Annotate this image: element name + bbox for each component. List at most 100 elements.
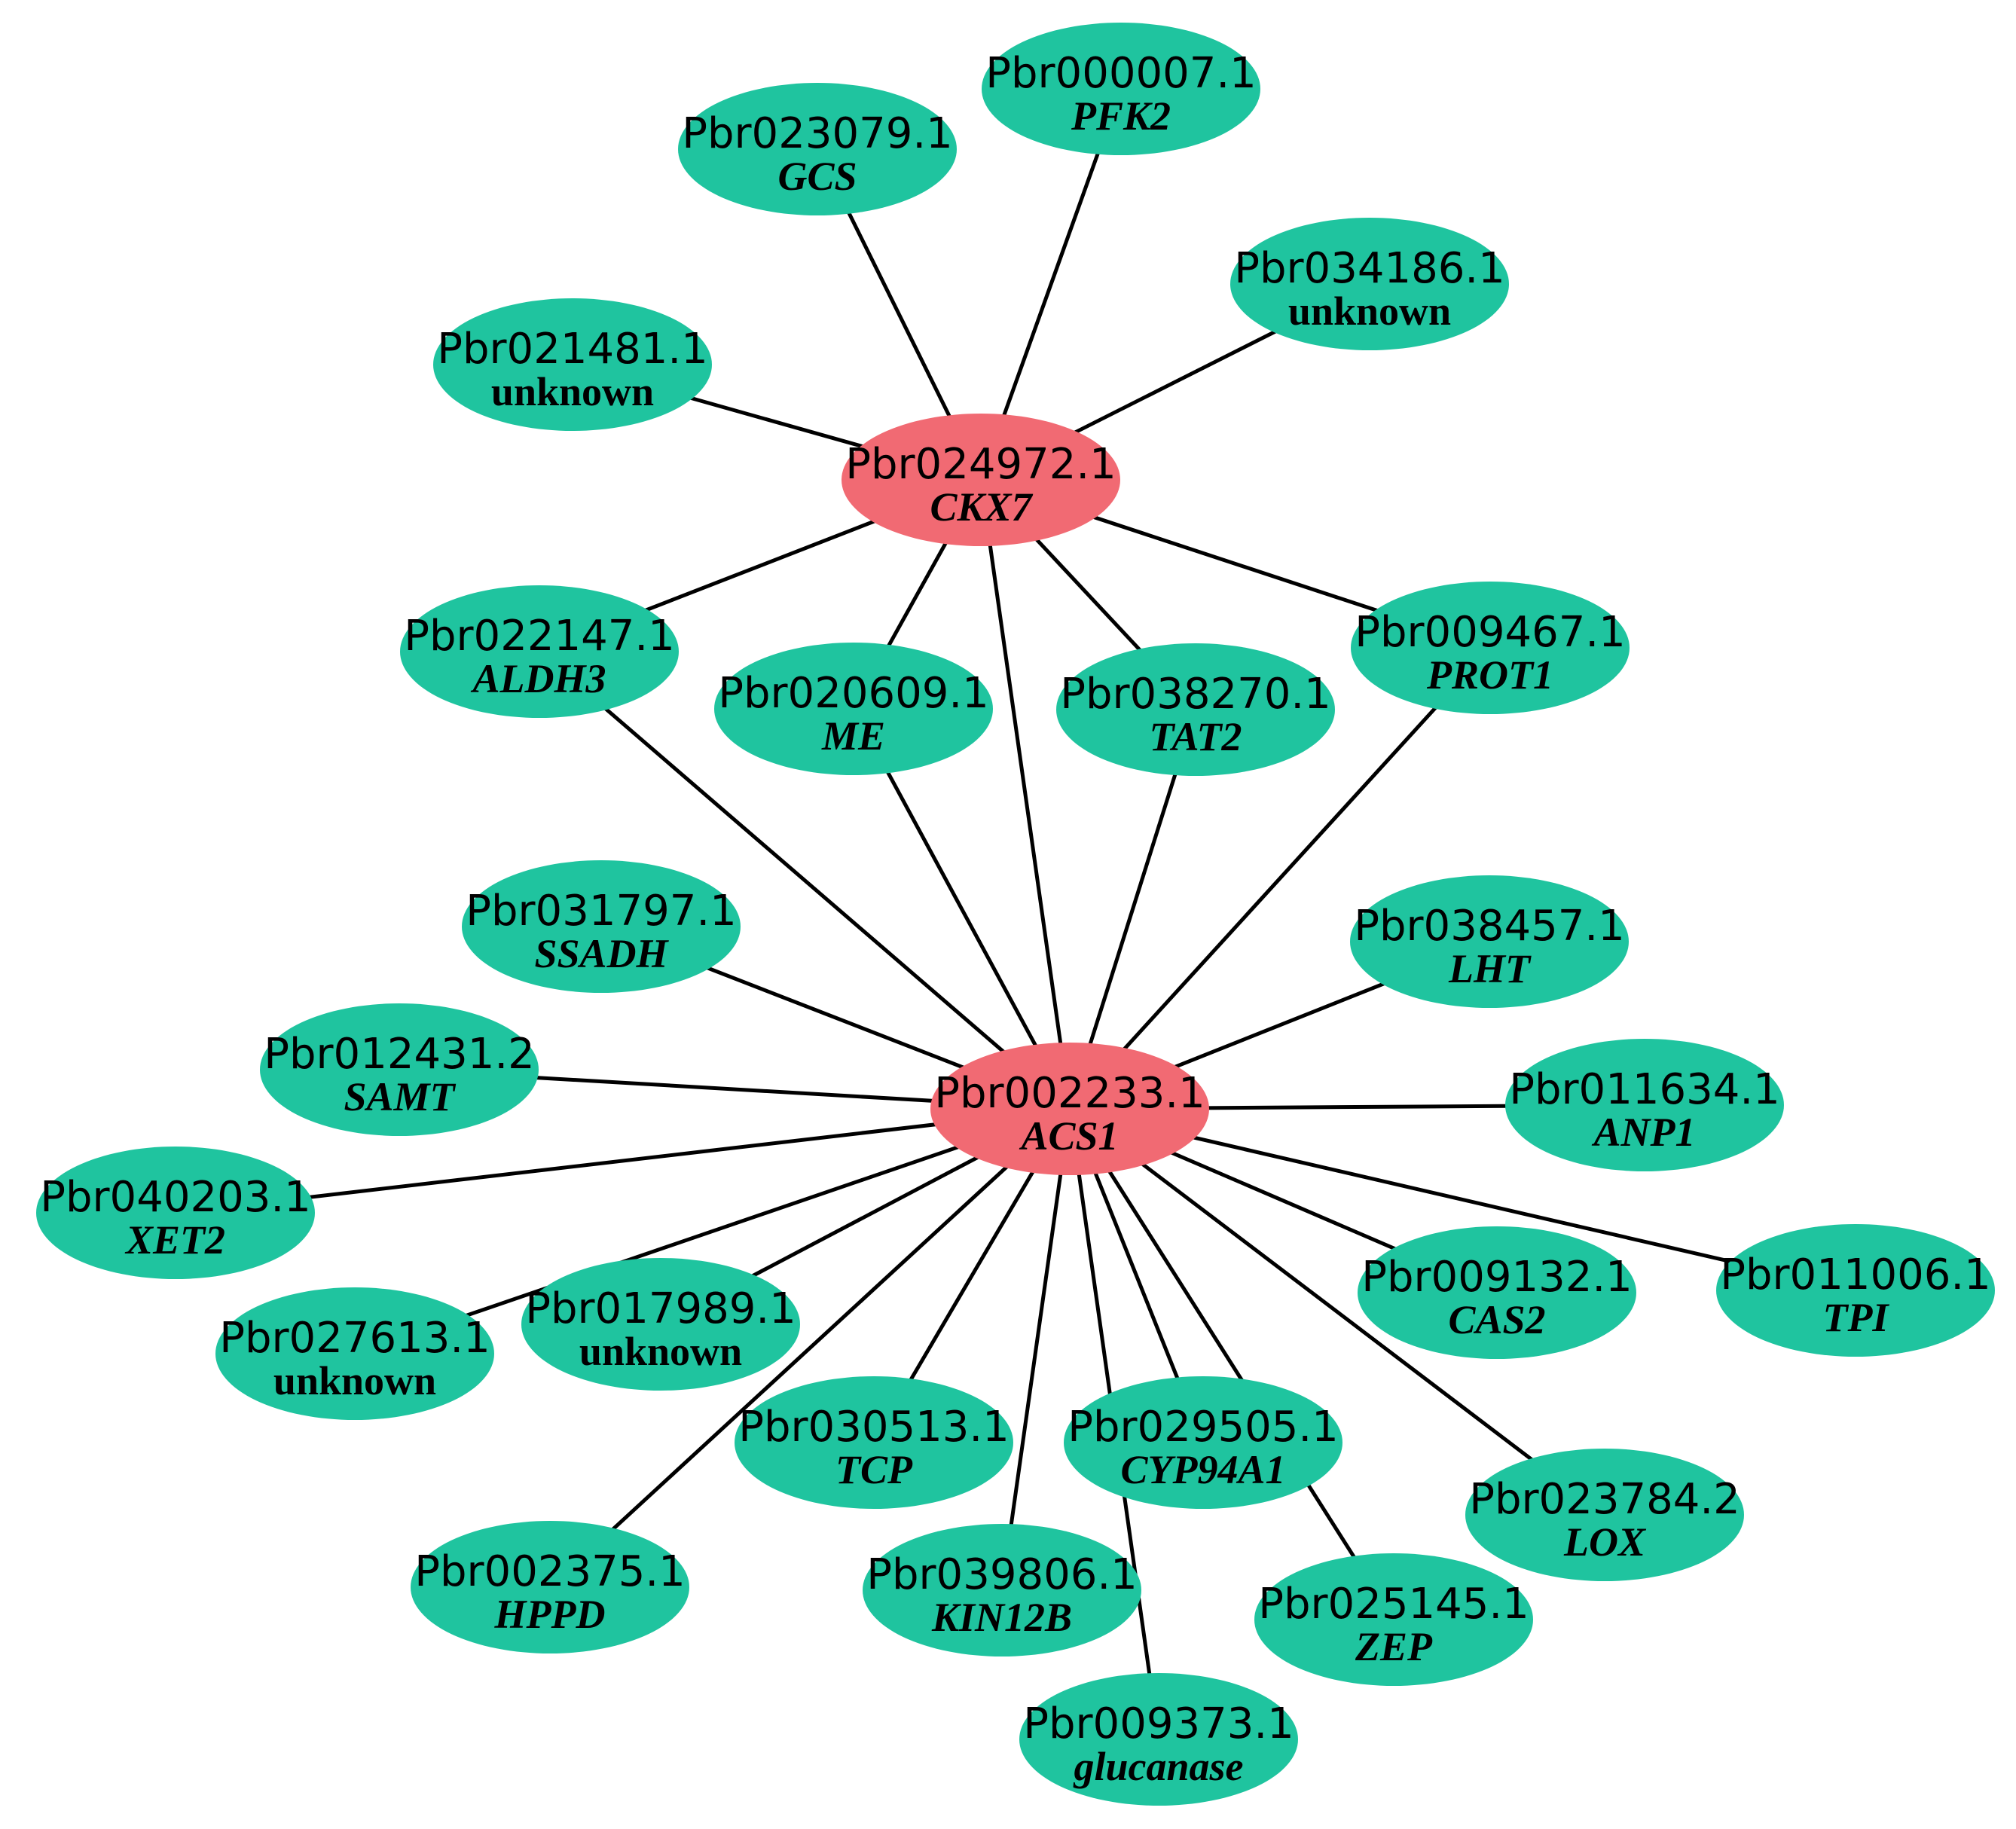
node-gene-label: TPI bbox=[1823, 1295, 1890, 1340]
node-id-label: Pbr031797.1 bbox=[466, 887, 737, 936]
node-id-label: Pbr022147.1 bbox=[404, 612, 675, 661]
node-ellipse-glucanase bbox=[1019, 1673, 1298, 1806]
node-id-label: Pbr021481.1 bbox=[437, 325, 708, 374]
node-gene-label: ALDH3 bbox=[470, 656, 606, 701]
node-ellipse-ssadh bbox=[462, 860, 741, 993]
node-gene-label: unknown bbox=[1288, 289, 1451, 334]
node-ellipse-pfk2 bbox=[982, 23, 1260, 155]
node-gene-label: ZEP bbox=[1355, 1624, 1433, 1669]
node-gene-label: CYP94A1 bbox=[1120, 1447, 1285, 1492]
node-ellipse-tat2 bbox=[1056, 643, 1335, 776]
node-ellipse-tpi bbox=[1716, 1224, 1995, 1357]
node-ellipse-unk034186 bbox=[1230, 218, 1509, 350]
edge-acs1-unk027613 bbox=[354, 1107, 1071, 1356]
node-ellipse-cas2 bbox=[1358, 1226, 1636, 1359]
edge-acs1-prot1 bbox=[1068, 646, 1492, 1110]
node-id-label: Pbr017989.1 bbox=[525, 1284, 796, 1333]
node-gene-label: ME bbox=[821, 713, 885, 759]
hub-node-ellipse-ckx7 bbox=[842, 414, 1120, 546]
node-ellipse-unk021481 bbox=[433, 298, 712, 431]
edge-acs1-zep bbox=[1068, 1107, 1396, 1621]
node-ellipse-lox bbox=[1465, 1449, 1744, 1581]
node-gene-label: CKX7 bbox=[930, 484, 1033, 530]
node-gene-label: LHT bbox=[1448, 946, 1532, 991]
node-ellipse-prot1 bbox=[1351, 582, 1630, 714]
node-id-label: Pbr002375.1 bbox=[414, 1547, 686, 1596]
node-ellipse-unk017989 bbox=[521, 1258, 800, 1391]
edge-ckx7-acs1 bbox=[979, 479, 1072, 1110]
node-ellipse-gcs bbox=[678, 83, 957, 215]
node-id-label: Pbr039806.1 bbox=[866, 1550, 1138, 1599]
node-id-label: Pbr009373.1 bbox=[1023, 1699, 1294, 1748]
node-id-label: Pbr030513.1 bbox=[738, 1403, 1010, 1452]
node-gene-label: HPPD bbox=[494, 1592, 606, 1637]
node-ellipse-samt bbox=[260, 1003, 539, 1136]
node-id-label: Pbr024972.1 bbox=[845, 440, 1116, 489]
hub-node-ellipse-acs1 bbox=[930, 1043, 1209, 1175]
node-id-label: Pbr020609.1 bbox=[718, 669, 989, 718]
node-gene-label: unknown bbox=[273, 1358, 436, 1403]
node-id-label: Pbr040203.1 bbox=[40, 1173, 311, 1222]
node-gene-label: PFK2 bbox=[1071, 93, 1171, 139]
node-ellipse-tcp bbox=[735, 1376, 1013, 1509]
node-gene-label: TAT2 bbox=[1149, 714, 1242, 759]
node-gene-label: TCP bbox=[835, 1447, 913, 1492]
node-id-label: Pbr002233.1 bbox=[934, 1069, 1205, 1118]
node-gene-label: SSADH bbox=[534, 931, 669, 976]
node-gene-label: glucanase bbox=[1073, 1744, 1243, 1789]
node-ellipse-zep bbox=[1254, 1553, 1533, 1686]
node-me: Pbr020609.1ME bbox=[714, 643, 993, 775]
node-gene-label: SAMT bbox=[344, 1074, 456, 1119]
edge-acs1-tat2 bbox=[1068, 709, 1198, 1110]
edge-acs1-aldh3 bbox=[538, 650, 1071, 1110]
node-ellipse-hppd bbox=[411, 1521, 689, 1653]
node-id-label: Pbr038270.1 bbox=[1060, 670, 1331, 719]
node-gene-label: ACS1 bbox=[1019, 1113, 1118, 1159]
node-id-label: Pbr025145.1 bbox=[1258, 1580, 1529, 1629]
node-gene-label: ANP1 bbox=[1592, 1110, 1696, 1155]
node-id-label: Pbr011006.1 bbox=[1720, 1250, 1991, 1299]
node-id-label: Pbr023079.1 bbox=[682, 109, 953, 158]
node-gene-label: unknown bbox=[491, 369, 654, 414]
node-id-label: Pbr000007.1 bbox=[985, 49, 1257, 98]
node-ellipse-lht bbox=[1350, 875, 1629, 1008]
edge-acs1-me bbox=[851, 707, 1072, 1110]
node-id-label: Pbr012431.2 bbox=[264, 1030, 535, 1079]
node-id-label: Pbr038457.1 bbox=[1354, 902, 1625, 951]
node-gene-label: PROT1 bbox=[1426, 652, 1553, 698]
node-ellipse-anp1 bbox=[1505, 1039, 1784, 1171]
edge-acs1-hppd bbox=[548, 1107, 1071, 1589]
node-gene-label: XET2 bbox=[124, 1217, 225, 1263]
node-id-label: Pbr011634.1 bbox=[1509, 1065, 1780, 1114]
edge-acs1-tpi bbox=[1069, 1107, 1856, 1293]
node-ellipse-kin12b bbox=[863, 1524, 1141, 1656]
node-ellipse-me bbox=[714, 643, 993, 775]
node-gene-label: LOX bbox=[1563, 1519, 1647, 1565]
node-gene-label: KIN12B bbox=[931, 1595, 1072, 1640]
node-ellipse-xet2 bbox=[36, 1147, 315, 1279]
node-id-label: Pbr023784.2 bbox=[1469, 1475, 1740, 1524]
